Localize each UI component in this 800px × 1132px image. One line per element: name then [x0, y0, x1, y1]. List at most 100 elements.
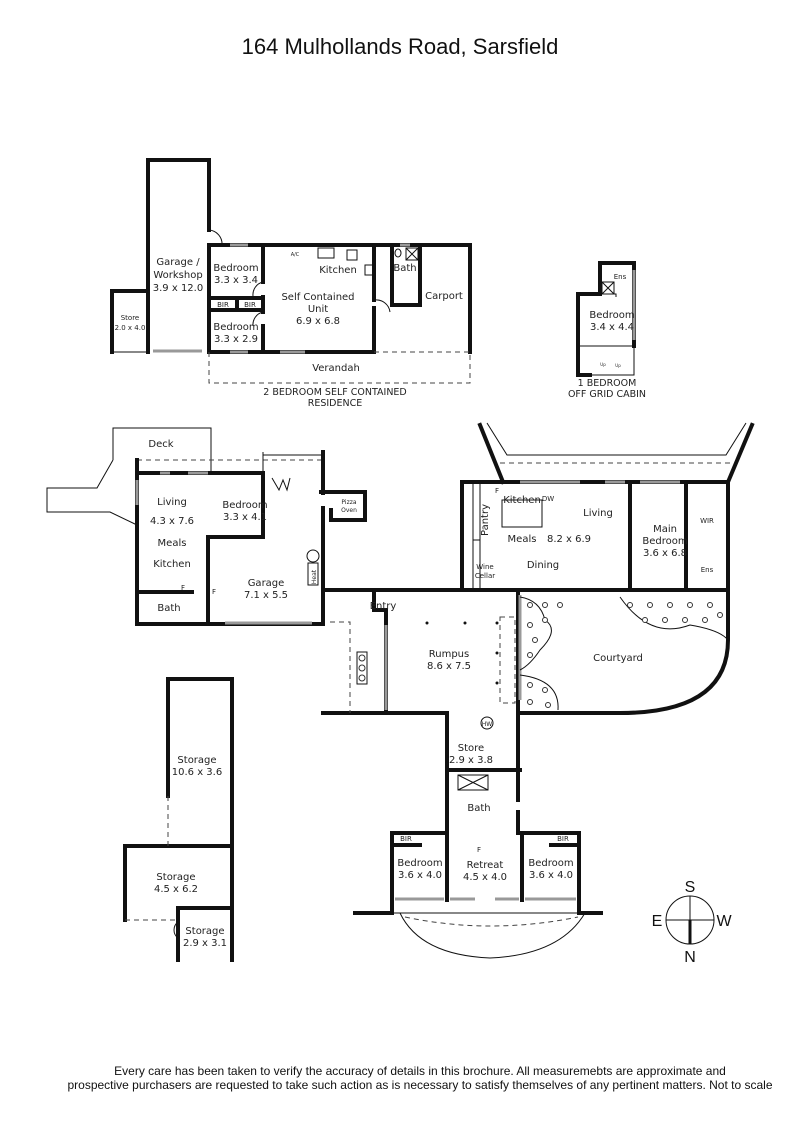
room-label: Living [157, 497, 187, 508]
pizza-oven-label: Pizza [341, 499, 356, 506]
room-dimensions: 6.9 x 6.8 [296, 316, 340, 327]
room-dimensions: 4.5 x 4.0 [463, 872, 507, 883]
cabin-plan: Ens Bedroom 3.4 x 4.4 Up Up 1 BEDROOM OF… [568, 261, 646, 400]
page-title: 164 Mulhollands Road, Sarsfield [241, 34, 559, 59]
room-label: Carport [425, 291, 463, 302]
room-label: Ens [701, 566, 714, 574]
sink-icon [364, 264, 375, 276]
room-label: Kitchen [153, 559, 191, 570]
heater-icon [306, 549, 320, 563]
room-label: Bedroom [397, 858, 442, 869]
room-label: Cellar [475, 572, 495, 580]
room-label: Entry [370, 601, 397, 612]
compass-icon: S E W N [652, 879, 733, 966]
room-label: Self Contained [281, 292, 354, 303]
room-label: Workshop [153, 270, 202, 281]
room-label: Garage / [156, 257, 200, 268]
fridge-label: F [181, 584, 185, 592]
room-label: Bedroom [213, 263, 258, 274]
room-dimensions: 4.3 x 7.6 [150, 516, 194, 527]
room-label: Store [458, 743, 484, 754]
room-label: Bedroom [528, 858, 573, 869]
fridge-label: F [212, 588, 216, 596]
ac-label: A/C [291, 252, 300, 258]
room-dimensions: 2.9 x 3.8 [449, 755, 493, 766]
room-label: Storage [177, 755, 216, 766]
bir-label: BIR [400, 835, 412, 843]
room-dimensions: 7.1 x 5.5 [244, 590, 288, 601]
compass-south: S [685, 879, 696, 896]
room-label: Kitchen [319, 265, 357, 276]
caption: OFF GRID CABIN [568, 389, 646, 400]
courtyard-plants [527, 602, 723, 708]
room-dimensions: 3.3 x 3.4 [214, 275, 258, 286]
pizza-oven-label: Oven [341, 507, 357, 514]
room-label: Meals [508, 534, 537, 545]
room-dimensions: 3.9 x 12.0 [153, 283, 203, 294]
west-wing-plan: Deck Living 4.3 x 7.6 Meals Kitchen F F … [46, 427, 367, 626]
room-label: Storage [185, 926, 224, 937]
bir-label: BIR [217, 301, 229, 309]
disclaimer-line: Every care has been taken to verify the … [114, 1064, 726, 1078]
residence-plan: Garage / Workshop 3.9 x 12.0 Store 2.0 x… [110, 158, 472, 409]
room-label: Bath [393, 263, 416, 274]
room-dimensions: 3.6 x 4.0 [529, 870, 573, 881]
room-dimensions: 3.3 x 4.1 [223, 512, 267, 523]
shower-icon [405, 247, 419, 261]
shower-icon [457, 774, 489, 791]
room-dimensions: 3.6 x 4.0 [398, 870, 442, 881]
room-label: Bedroom [222, 500, 267, 511]
room-label: Deck [148, 439, 173, 450]
room-dimensions: 8.6 x 7.5 [427, 661, 471, 672]
disclaimer: Every care has been taken to verify the … [40, 1064, 800, 1092]
toilet-icon [394, 248, 402, 258]
room-dimensions: 8.2 x 6.9 [547, 534, 591, 545]
room-label: WIR [700, 517, 714, 525]
main-house-plan: Entry Rumpus 8.6 x 7.5 Pantry F Kitchen … [321, 422, 755, 959]
room-label: Storage [156, 872, 195, 883]
bir-label: BIR [557, 835, 569, 843]
room-label: Wine [476, 563, 493, 571]
room-label: Courtyard [593, 653, 643, 664]
room-label: Bath [157, 603, 180, 614]
room-label: Bedroom [642, 536, 687, 547]
room-dimensions: 3.3 x 2.9 [214, 334, 258, 345]
room-label: Dining [527, 560, 559, 571]
room-label: Living [583, 508, 613, 519]
compass-west: W [716, 913, 732, 930]
room-dimensions: 2.9 x 3.1 [183, 938, 227, 949]
room-label: Bath [467, 803, 490, 814]
caption: 2 BEDROOM SELF CONTAINED [263, 387, 407, 398]
room-dimensions: 3.6 x 6.8 [643, 548, 687, 559]
room-label: Retreat [467, 860, 504, 871]
room-label: Kitchen [503, 495, 541, 506]
stairs-icon [271, 477, 291, 492]
fridge-label: F [477, 846, 481, 854]
hot-water-label: HW [482, 721, 493, 728]
room-label: Unit [308, 304, 328, 315]
planter-icon [356, 651, 368, 685]
room-label: Main [653, 524, 677, 535]
disclaimer-line: prospective purchasers are requested to … [67, 1078, 773, 1092]
hot-water-icon [480, 716, 494, 730]
room-label: Meals [158, 538, 187, 549]
caption: RESIDENCE [308, 398, 363, 409]
storage-plan: Storage 10.6 x 3.6 Storage 4.5 x 6.2 Sto… [123, 677, 234, 962]
fridge-label: F [495, 487, 499, 495]
cooktop-icon [346, 249, 358, 261]
room-label: Verandah [312, 363, 360, 374]
room-label: Bedroom [589, 310, 634, 321]
room-label: Store [121, 314, 140, 322]
caption: 1 BEDROOM [578, 378, 637, 389]
room-label: Pantry [480, 504, 491, 536]
room-dimensions: 3.4 x 4.4 [590, 322, 634, 333]
room-label: Garage [248, 578, 285, 589]
compass-north: N [684, 949, 696, 966]
room-dimensions: 4.5 x 6.2 [154, 884, 198, 895]
room-dimensions: 2.0 x 4.0 [115, 324, 146, 332]
compass-east: E [652, 913, 663, 930]
shower-icon [601, 281, 615, 295]
stairs-label: Up [600, 362, 606, 367]
room-label: Bedroom [213, 322, 258, 333]
